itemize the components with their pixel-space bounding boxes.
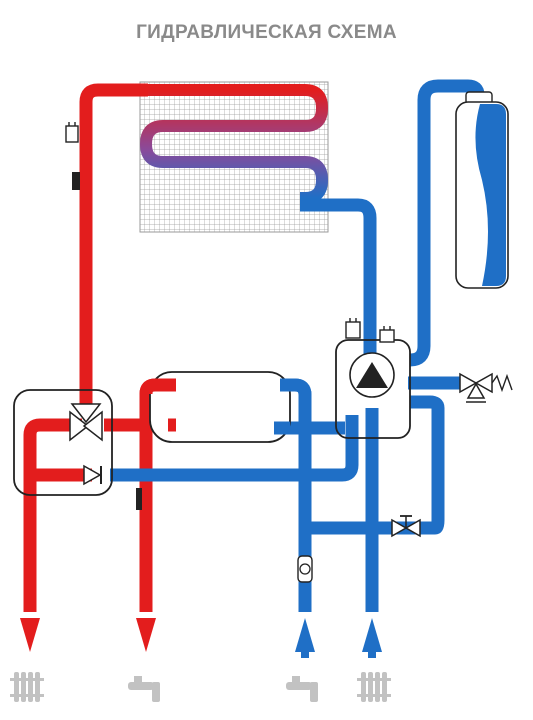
fill-valve-icon <box>391 515 421 538</box>
pump-group <box>335 339 411 439</box>
cold-water-in-arrow-icon <box>295 618 315 652</box>
check-valve-icon <box>83 464 102 486</box>
three-way-valve-icon <box>69 403 103 442</box>
pump-icon <box>349 352 395 398</box>
radiator-icon <box>357 672 391 702</box>
air-vent-icon <box>379 326 395 343</box>
expansion-tank <box>455 91 509 289</box>
plate-heat-exchanger <box>149 371 291 443</box>
limit-thermostat-icon <box>72 172 80 190</box>
heating-return-arrow-icon <box>362 618 382 652</box>
temperature-sensor-icon <box>65 122 79 143</box>
heating-supply-arrow-icon <box>20 618 40 652</box>
flow-meter-icon <box>297 555 313 583</box>
faucet-icon <box>286 676 318 702</box>
radiator-icon <box>10 672 44 702</box>
three-way-valve-group <box>13 389 113 496</box>
hot-water-out-arrow-icon <box>136 618 156 652</box>
heat-exchanger-coil <box>139 84 329 204</box>
pressure-sensor-icon <box>345 318 361 339</box>
diagram-title: ГИДРАВЛИЧЕСКАЯ СХЕМА <box>136 22 397 43</box>
safety-valve-icon <box>459 372 513 403</box>
faucet-icon <box>128 676 160 702</box>
flow-sensor-icon <box>136 488 142 510</box>
